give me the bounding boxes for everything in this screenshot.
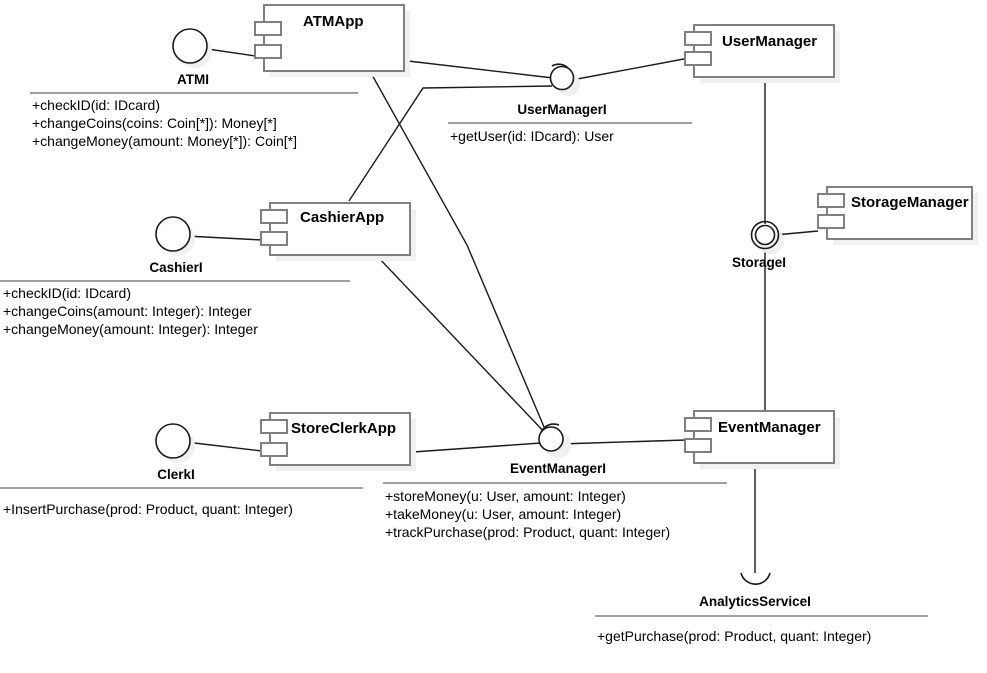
connector-storeclerkapp-clerki (185, 441, 263, 452)
component-icon (684, 417, 712, 432)
component-body (269, 202, 411, 256)
interface-operation: +getPurchase(prod: Product, quant: Integ… (597, 628, 871, 644)
connector-usermanager-usermanageri (571, 57, 690, 81)
connector-cashierapp-eventmanageri (376, 255, 549, 437)
interface-operation: +changeCoins(coins: Coin[*]): Money[*] (32, 115, 277, 131)
component-label: CashierApp (300, 209, 384, 226)
connector-cashierapp-usermanageri (348, 85, 553, 202)
component-label: EventManager (718, 419, 821, 436)
interface-operation: +checkID(id: IDcard) (3, 285, 131, 301)
interface-operation: +trackPurchase(prod: Product, quant: Int… (385, 524, 670, 540)
interface-eventmanageri[interactable]: EventManagerI +storeMoney(u: User, amoun… (383, 423, 727, 540)
interface-label: ATMI (177, 72, 209, 87)
interface-usermanageri[interactable]: UserManagerI +getUser(id: IDcard): User (448, 63, 692, 144)
component-label: StorageManager (851, 194, 969, 211)
interface-label: CashierI (149, 260, 202, 275)
component-body (826, 186, 973, 240)
component-body (693, 410, 835, 464)
connector-storeclerkapp-eventmanageri (412, 442, 542, 453)
component-icon (260, 231, 288, 246)
component-icon (817, 214, 845, 229)
interface-operation: +changeMoney(amount: Integer): Integer (3, 321, 258, 337)
connector-eventmanageri-eventmanager (559, 439, 687, 445)
provided-lollipop-icon (155, 216, 191, 252)
component-label: ATMApp (303, 13, 364, 30)
component-icon (684, 51, 712, 66)
component-usermanager[interactable]: UserManager (684, 24, 840, 83)
component-icon (254, 44, 282, 59)
component-icon (684, 31, 712, 46)
interface-label: UserManagerI (517, 102, 606, 117)
connector-cashierapp-cashieri (185, 235, 263, 241)
interface-analyticsservicei[interactable]: AnalyticsServiceI +getPurchase(prod: Pro… (595, 572, 928, 644)
interface-operation: +changeMoney(amount: Money[*]): Coin[*] (32, 133, 297, 149)
component-atmapp[interactable]: ATMApp (254, 4, 410, 77)
interface-clerki[interactable]: ClerkI +InsertPurchase(prod: Product, qu… (0, 423, 363, 517)
connector-atmapp-eventmanageri (370, 72, 548, 435)
component-cashierapp[interactable]: CashierApp (260, 202, 416, 261)
assembly-ball-socket-icon (549, 65, 575, 91)
provided-lollipop-icon (155, 423, 191, 459)
connector-storagemanager-storagei (774, 230, 819, 236)
interface-operation: +storeMoney(u: User, amount: Integer) (385, 488, 626, 504)
assembly-ball-socket-icon (754, 224, 776, 246)
component-storagemanager[interactable]: StorageManager (817, 186, 978, 245)
connector-atmapp-usermanageri (407, 60, 554, 79)
provided-lollipop-icon (172, 28, 208, 64)
component-storeclerkapp[interactable]: StoreClerkApp (260, 412, 416, 471)
component-body (269, 412, 411, 466)
component-icon (684, 438, 712, 453)
component-eventmanager[interactable]: EventManager (684, 410, 840, 469)
interface-atmi[interactable]: ATMI +checkID(id: IDcard) +changeCoins(c… (30, 28, 358, 149)
assembly-ball-socket-icon (538, 426, 564, 452)
interface-storagei[interactable]: StorageI (732, 220, 786, 271)
interface-operation: +getUser(id: IDcard): User (450, 128, 614, 144)
interface-label: AnalyticsServiceI (699, 594, 811, 609)
component-icon (817, 193, 845, 208)
interface-operation: +checkID(id: IDcard) (32, 97, 160, 113)
component-icon (260, 419, 288, 434)
required-socket-icon (740, 572, 771, 585)
component-body (693, 24, 835, 78)
component-icon (254, 21, 282, 36)
component-icon (260, 209, 288, 224)
interface-operation: +takeMoney(u: User, amount: Integer) (385, 506, 621, 522)
socket-arc-icon (750, 220, 780, 250)
component-body (263, 4, 405, 72)
component-label: StoreClerkApp (291, 420, 396, 437)
interface-operation: +InsertPurchase(prod: Product, quant: In… (3, 501, 293, 517)
interface-label: ClerkI (157, 467, 195, 482)
component-icon (260, 442, 288, 457)
component-label: UserManager (722, 33, 817, 50)
interface-label: EventManagerI (510, 461, 606, 476)
interface-cashieri[interactable]: CashierI +checkID(id: IDcard) +changeCoi… (0, 216, 350, 337)
connector-layer (185, 46, 819, 573)
interface-operation: +changeCoins(amount: Integer): Integer (3, 303, 252, 319)
interface-label: StorageI (732, 255, 786, 270)
